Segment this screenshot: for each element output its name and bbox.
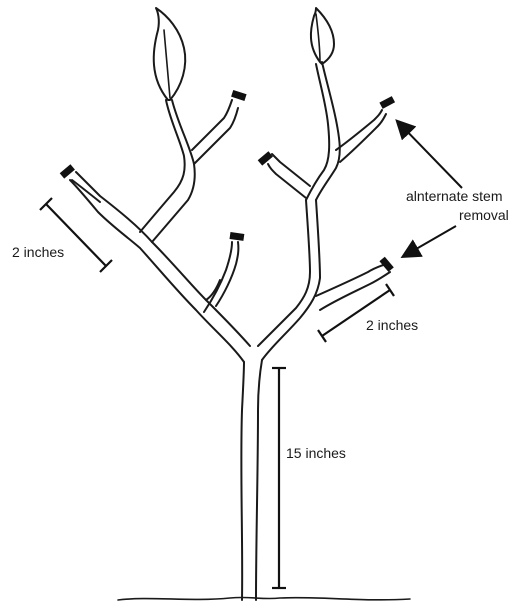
arrow-to-top-cut: [398, 122, 462, 188]
trunk-measure-bracket: [272, 368, 286, 588]
arrow-to-spur-cut: [404, 226, 456, 256]
trunk-measure-label: 15 inches: [286, 445, 346, 461]
right-measure-label: 2 inches: [366, 317, 418, 333]
cut-mark-center: [230, 232, 245, 241]
left-measure-label: 2 inches: [12, 244, 64, 260]
cut-mark-right-top: [379, 96, 395, 109]
cut-mark-right-spur: [379, 257, 393, 272]
removal-label-line1: alnternate stem: [406, 188, 503, 204]
cut-mark-left-twig: [60, 164, 75, 178]
ground-line: [118, 597, 410, 600]
left-upper-branch: [140, 100, 238, 242]
cut-mark-right-twig: [258, 151, 273, 165]
cut-marks: [60, 90, 395, 272]
right-leaf: [311, 8, 334, 64]
cut-mark-left-top: [231, 90, 246, 101]
right-measure-bracket: [318, 284, 394, 342]
tree-trunk: [241, 360, 262, 600]
removal-label-line2: removal: [459, 207, 509, 223]
center-stub: [204, 242, 238, 312]
right-upper-branch: [268, 62, 386, 200]
left-measure-bracket: [40, 198, 112, 272]
right-main-limb: [258, 200, 390, 360]
